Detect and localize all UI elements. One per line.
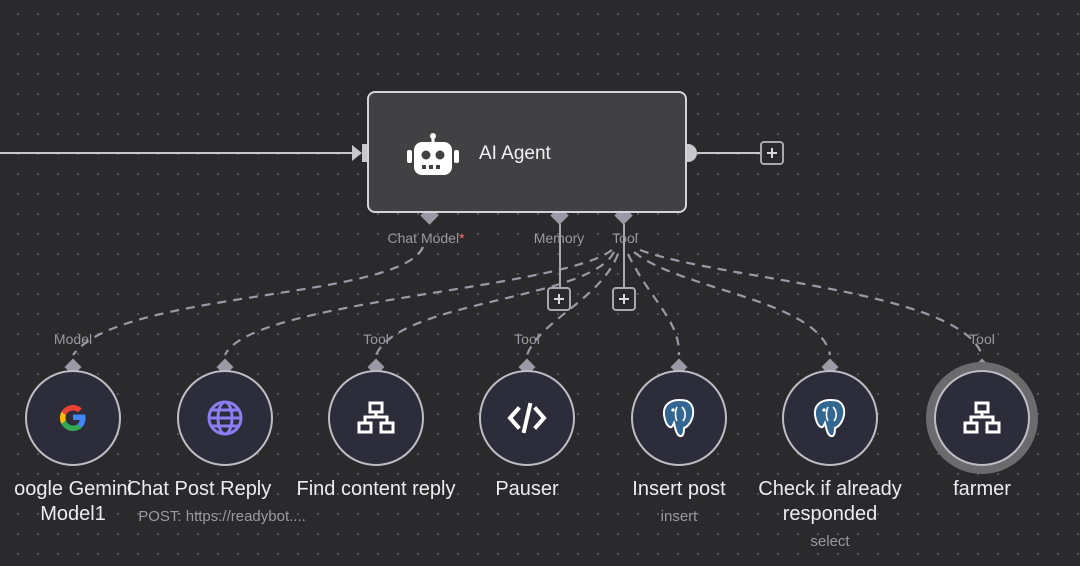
connection-label-model: Model	[53, 331, 93, 347]
node-title: farmer	[953, 478, 1011, 500]
sub-connections	[72, 246, 984, 356]
node-title: Insert post	[632, 478, 726, 500]
input-arrow-icon	[352, 145, 362, 161]
node-title-line2: Model1	[40, 503, 106, 525]
ai-agent-node[interactable]: AI Agent	[367, 91, 687, 213]
add-next-node-button[interactable]	[760, 141, 784, 165]
add-memory-button[interactable]	[547, 287, 571, 311]
farmer-node[interactable]	[934, 370, 1030, 466]
connection-model	[72, 246, 425, 356]
chat-model-port-label: Chat Model*	[387, 230, 465, 246]
connection-insert-post	[627, 253, 681, 356]
connection-pauser	[525, 253, 620, 356]
connection-find-content	[374, 251, 615, 356]
sitemap-icon	[357, 401, 395, 434]
check-if-responded-node[interactable]	[782, 370, 878, 466]
node-subtitle: select	[810, 533, 850, 550]
code-icon	[507, 402, 547, 434]
insert-post-node[interactable]	[631, 370, 727, 466]
connection-label-tool: Tool	[363, 331, 389, 347]
pauser-node[interactable]	[479, 370, 575, 466]
connection-label-tool: Tool	[969, 331, 995, 347]
find-content-reply-node[interactable]	[328, 370, 424, 466]
node-title: Chat Post Reply	[126, 478, 272, 500]
node-subtitle: insert	[660, 508, 698, 525]
connection-chat-post-reply	[224, 249, 613, 356]
google-icon	[60, 405, 86, 431]
postgres-icon	[813, 398, 846, 438]
required-asterisk: *	[459, 230, 465, 246]
node-title: oogle Gemini	[14, 478, 132, 500]
node-title-line2: responded	[782, 503, 878, 525]
memory-port-label: Memory	[533, 230, 585, 246]
tool-port-label: Tool	[612, 230, 638, 246]
connection-farmer	[639, 248, 984, 356]
postgres-icon	[662, 398, 695, 438]
google-gemini-node[interactable]	[25, 370, 121, 466]
connection-label-tool: Tool	[514, 331, 540, 347]
chat-post-reply-node[interactable]	[177, 370, 273, 466]
connection-check-responded	[633, 251, 832, 356]
agent-title: AI Agent	[479, 143, 551, 164]
robot-icon	[407, 133, 459, 175]
sitemap-icon	[963, 401, 1001, 434]
add-tool-button[interactable]	[612, 287, 636, 311]
globe-icon	[207, 400, 243, 436]
node-title: Pauser	[495, 478, 559, 500]
node-title: Check if already	[758, 478, 902, 500]
node-subtitle: POST: https://readybot....	[138, 508, 306, 525]
node-title: Find content reply	[296, 478, 456, 500]
